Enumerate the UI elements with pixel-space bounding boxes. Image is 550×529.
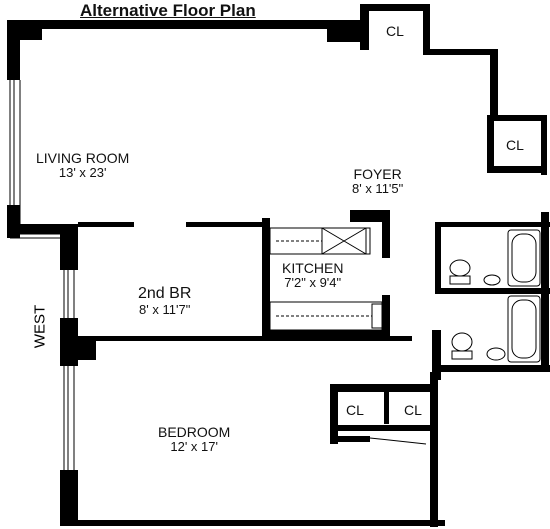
room-name: KITCHEN [282,260,344,276]
room-dim: 8' x 11'7" [139,302,191,318]
compass-west-label: WEST [31,304,49,349]
walls [7,4,550,527]
room-name: LIVING ROOM [36,150,130,166]
room-name: BEDROOM [158,424,231,440]
room-name: 2nd BR [138,285,192,302]
room-dim: 7'2" x 9'4" [284,275,342,291]
foyer-label: FOYER 8' x 11'5" [352,166,403,197]
closet-top-label: CL [386,23,404,39]
room-name: FOYER [353,166,402,182]
living-room-label: LIVING ROOM 13' x 23' [36,150,129,181]
second-bedroom-label: 2nd BR 8' x 11'7" [138,285,191,318]
fixtures [9,80,541,470]
bedroom-label: BEDROOM 12' x 17' [158,424,230,455]
kitchen-label: KITCHEN 7'2" x 9'4" [282,260,343,291]
room-dim: 8' x 11'5" [352,181,404,197]
plan-title: Alternative Floor Plan [80,1,256,20]
closet-bottom-right-label: CL [404,402,422,418]
closet-bottom-left-label: CL [346,402,364,418]
closet-right-label: CL [506,137,524,153]
room-dim: 12' x 17' [170,439,218,455]
room-dim: 13' x 23' [58,165,107,181]
